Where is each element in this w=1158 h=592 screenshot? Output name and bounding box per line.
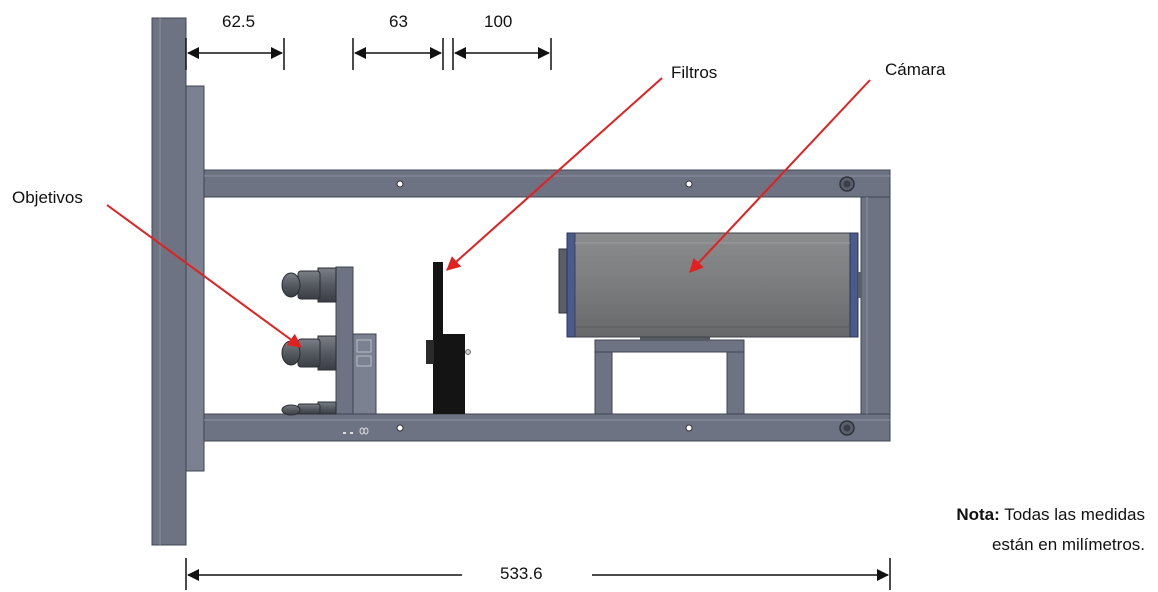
pointer-camera	[689, 79, 871, 273]
note-title: Nota:	[956, 505, 1000, 524]
label-objectives: Objetivos	[12, 188, 83, 207]
dimension-63	[352, 38, 444, 70]
note-text-1: Todas las medidas	[1004, 505, 1145, 524]
mounting-plate	[151, 17, 205, 546]
right-post	[860, 196, 891, 415]
pointer-filters	[446, 77, 663, 271]
camera-assembly	[558, 232, 862, 415]
dimension-label-63: 63	[389, 12, 408, 31]
note-text-2: están en milímetros.	[991, 535, 1145, 554]
bottom-rail	[203, 413, 891, 442]
objectives-assembly	[281, 266, 377, 416]
top-rail	[203, 169, 891, 198]
measurement-note: Nota: Todas las medidas están en milímet…	[845, 500, 1145, 560]
dimension-label-100: 100	[484, 12, 513, 31]
pointer-objectives	[106, 204, 302, 348]
dimension-label-62-5: 62.5	[222, 12, 256, 31]
filter-assembly	[426, 262, 471, 414]
dimension-total	[185, 558, 891, 590]
dimension-100	[452, 38, 552, 70]
note-line-1: Nota: Todas las medidas	[845, 500, 1145, 530]
note-line-2: están en milímetros.	[845, 530, 1145, 560]
dimension-62-5	[185, 38, 285, 70]
label-filters: Filtros	[671, 63, 718, 82]
dimension-label-total: 533.6	[500, 564, 543, 583]
label-camera: Cámara	[885, 60, 946, 79]
